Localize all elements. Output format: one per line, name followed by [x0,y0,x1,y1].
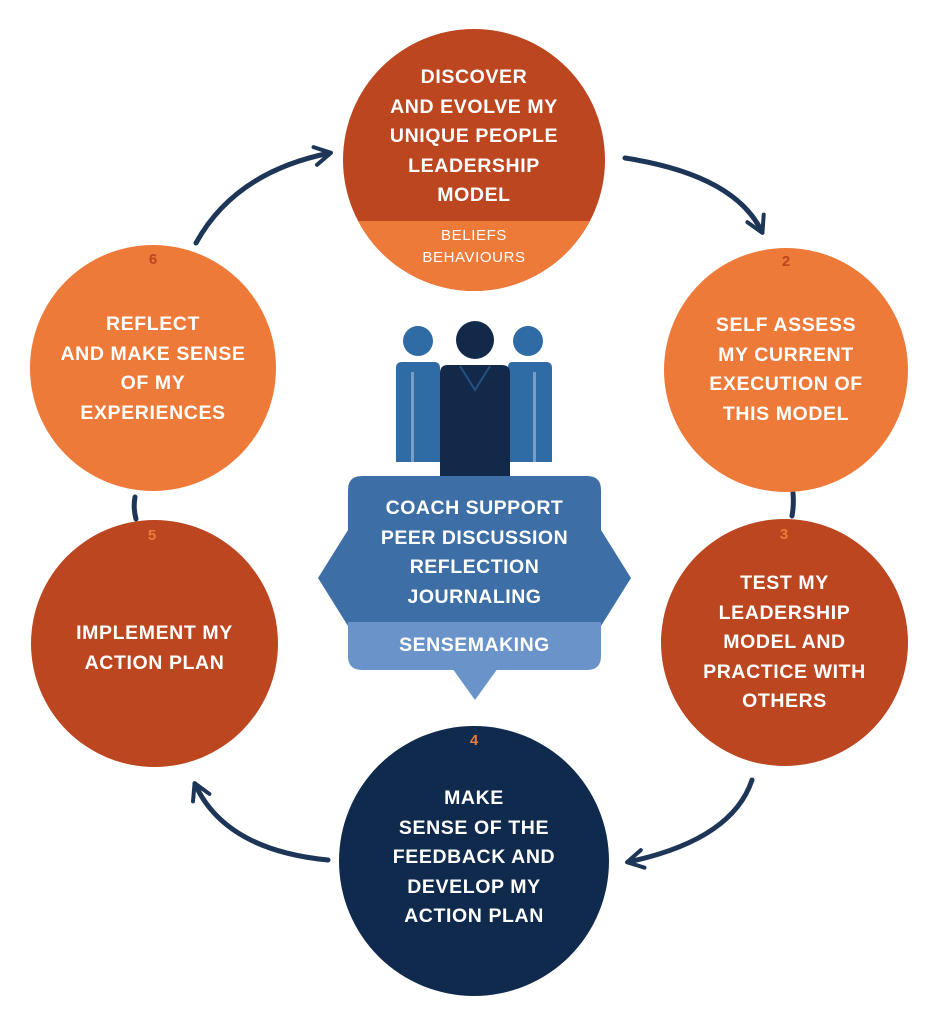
center-left-point [318,530,348,626]
step-2-text: SELF ASSESS MY CURRENT EXECUTION OF THIS… [709,314,863,425]
arrow-3-to-4 [625,777,755,870]
step-2-number: 2 [781,253,791,270]
center-person-head [456,321,494,359]
step-5-circle: IMPLEMENT MY ACTION PLAN [31,520,278,767]
step-6-number: 6 [148,251,158,268]
step-5-number: 5 [147,527,157,544]
step-5-text: IMPLEMENT MY ACTION PLAN [76,622,233,674]
step-1-band: BELIEFS BEHAVIOURS [343,221,605,291]
step-3-text: TEST MY LEADERSHIP MODEL AND PRACTICE WI… [703,572,866,712]
right-person-body [508,362,552,462]
arrow-6-to-1 [193,145,333,246]
step-4-circle: MAKE SENSE OF THE FEEDBACK AND DEVELOP M… [339,726,609,996]
center-band-text: SENSEMAKING [399,634,550,656]
step-3-circle: TEST MY LEADERSHIP MODEL AND PRACTICE WI… [661,519,908,766]
center-box-band [348,622,601,670]
arrow-1-to-2 [622,155,766,235]
step-6-circle: REFLECT AND MAKE SENSE OF MY EXPERIENCES [30,245,276,491]
arrow-5-to-6 [131,494,139,522]
step-4-number: 4 [469,732,479,749]
step-1-text: DISCOVER AND EVOLVE MY UNIQUE PEOPLE LEA… [389,66,559,206]
people-group-icon [396,321,552,476]
step-1-circle: DISCOVER AND EVOLVE MY UNIQUE PEOPLE LEA… [343,29,605,291]
center-speech-box [318,446,631,700]
step-4-text: MAKE SENSE OF THE FEEDBACK AND DEVELOP M… [392,787,556,927]
step-3-number: 3 [779,526,789,543]
arrow-4-to-5 [191,781,331,863]
arrow-2-to-3 [789,490,796,519]
left-person-head [403,326,433,356]
step-2-circle: SELF ASSESS MY CURRENT EXECUTION OF THIS… [664,248,908,492]
left-person-body [396,362,440,462]
center-bottom-point [452,668,498,700]
step-6-text: REFLECT AND MAKE SENSE OF MY EXPERIENCES [60,313,246,424]
right-person-head [513,326,543,356]
center-right-point [601,530,631,626]
center-box-top [348,476,601,622]
step-1-band-text: BELIEFS BEHAVIOURS [422,227,526,266]
center-person-body [440,365,510,476]
center-text: COACH SUPPORT PEER DISCUSSION REFLECTION… [380,497,569,608]
